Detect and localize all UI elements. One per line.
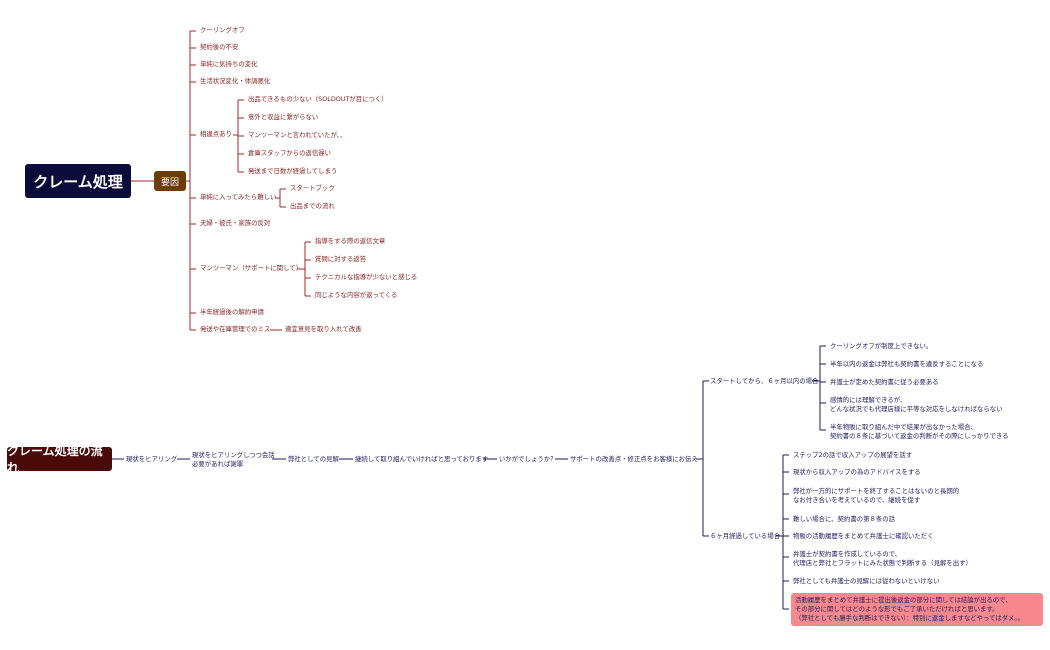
discrepancy-item[interactable]: 倉庫スタッフからの返信遅い [248, 149, 332, 157]
flow-step[interactable]: サポートの改善点・修正点をお客様にお伝え [570, 455, 698, 463]
after-6-months-warning-item[interactable]: 活動履歴をまとめて弁護士に提出後返金の部分に関しては結論が出るので、 その部分に… [795, 596, 1024, 623]
cause-item[interactable]: 生活状況変化・体調悪化 [200, 77, 271, 85]
branch-after-6-months[interactable]: ６ヶ月経過している場合 [710, 532, 781, 540]
root-node-claim-flow[interactable]: クレーム処理の流れ [7, 444, 112, 475]
flow-step[interactable]: いかがでしょうか？ [499, 455, 557, 463]
root-node-claim-handling[interactable]: クレーム処理 [25, 164, 131, 198]
category-node-causes[interactable]: 要因 [154, 171, 186, 191]
cause-item[interactable]: 単純に入ってみたら難しい [200, 193, 277, 201]
after-6-months-item[interactable]: 弁護士が契約書を作成しているので、 代理店と弊社とフラットにみた状態で判断する（… [793, 550, 972, 568]
shipping-fix-item[interactable]: 適宜意見を取り入れて改善 [285, 325, 362, 333]
cause-item[interactable]: クーリングオフ [200, 26, 245, 34]
cause-item[interactable]: 契約後の不安 [200, 43, 239, 51]
within-6-months-item[interactable]: 感情的には理解できるが、 どんな状況でも代理店様に平等な対応をしなければならない [830, 396, 1003, 414]
after-6-months-item[interactable]: 弊社としても弁護士の見解には従わないといけない [793, 577, 940, 585]
map2-connector-lines [112, 345, 826, 610]
after-6-months-item[interactable]: 物販の活動履歴をまとめて弁護士に確認いただく [793, 532, 934, 540]
support-item[interactable]: 質問に対する返答 [315, 255, 367, 263]
support-item[interactable]: 同じような内容が返ってくる [315, 291, 398, 299]
cause-item[interactable]: マンツーマン（サポートに関して） [200, 264, 303, 272]
within-6-months-item[interactable]: 弁護士が定めた契約書に従う必要ある [830, 378, 939, 386]
cause-item[interactable]: 発送や在庫管理でのミス [200, 325, 271, 333]
flow-step[interactable]: 現状をヒアリングしつつ会話 必要があれば謝罪 [192, 451, 275, 469]
discrepancy-item[interactable]: 意外と収益に繋がらない [248, 113, 319, 121]
flow-step[interactable]: 継続して取り組んでいければと思っております [355, 455, 489, 463]
support-item[interactable]: 指導をする際の返信文章 [315, 237, 386, 245]
within-6-months-item[interactable]: 半年以内の返金は弊社も契約書を違反することになる [830, 360, 984, 368]
cause-item[interactable]: 夫婦・彼氏・家族の反対 [200, 219, 271, 227]
difficulty-item[interactable]: スタートブック [290, 184, 335, 192]
flow-step[interactable]: 弊社としての見解 [288, 455, 339, 463]
warning-highlight-box [791, 593, 1043, 626]
cause-item[interactable]: 単純に気持ちの変化 [200, 60, 258, 68]
discrepancy-item[interactable]: 出品できるもの少ない（SOLDOUTが目につく） [248, 95, 388, 103]
branch-within-6-months[interactable]: スタートしてから、６ヶ月以内の場合 [710, 377, 819, 385]
after-6-months-item[interactable]: 現状から収入アップの為のアドバイスをする [793, 468, 921, 476]
discrepancy-item[interactable]: マンツーマンと言われていたが、、 [248, 131, 347, 139]
discrepancy-item[interactable]: 発送まで日数が経過してしまう [248, 167, 338, 175]
difficulty-item[interactable]: 出品までの流れ [290, 202, 335, 210]
flow-step[interactable]: 現状をヒアリング [126, 455, 178, 463]
within-6-months-item[interactable]: クーリングオフが制度上できない。 [830, 342, 933, 350]
after-6-months-item[interactable]: ステップ2の話で収入アップの展望を話す [793, 451, 913, 459]
map1-connector-lines [131, 30, 311, 331]
after-6-months-item[interactable]: 弊社が一方的にサポートを終了することはないのと長期的 なお付き合いを考えているの… [793, 487, 960, 505]
after-6-months-item[interactable]: 難しい場合に、契約書の第８条の話 [793, 515, 896, 523]
cause-item[interactable]: 半年経過後の解約申請 [200, 308, 264, 316]
cause-item[interactable]: 相違点あり [200, 130, 232, 138]
support-item[interactable]: テクニカルな指導が少ないと感じる [315, 273, 418, 281]
within-6-months-item[interactable]: 半年物販に取り組んだ中で結果が出なかった場合、 契約書の８条に基づいて返金の判断… [830, 423, 1009, 441]
